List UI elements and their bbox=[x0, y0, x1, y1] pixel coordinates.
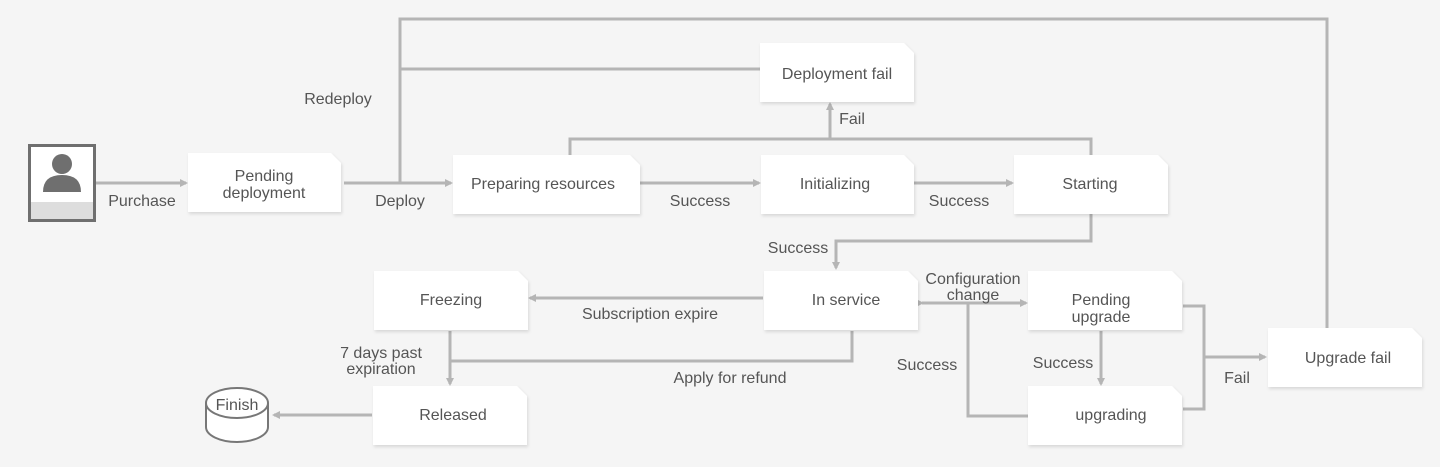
connectors bbox=[96, 17, 1329, 419]
node-initializing bbox=[761, 155, 914, 214]
edge-success-upgrade-loop bbox=[966, 303, 1028, 418]
label-initializing: Initializing bbox=[800, 176, 870, 193]
node-preparing-resources bbox=[453, 155, 640, 214]
node-deployment-fail bbox=[760, 43, 914, 102]
edge-upgrade-fail-redeploy bbox=[398, 17, 1329, 328]
label-pending-upgrade-1: Pending bbox=[1072, 292, 1131, 309]
node-upgrade-fail bbox=[1268, 328, 1422, 387]
label-preparing-resources: Preparing resources bbox=[471, 176, 615, 193]
label-apply-refund: Apply for refund bbox=[674, 370, 787, 387]
node-upgrading bbox=[1028, 386, 1182, 445]
edge-success-start bbox=[832, 212, 1093, 270]
label-seven-days-2: expiration bbox=[346, 361, 415, 378]
node-freezing bbox=[374, 271, 528, 330]
label-pending-deployment-2: deployment bbox=[223, 185, 306, 202]
node-released bbox=[373, 386, 527, 445]
label-success-upgrade-loop: Success bbox=[897, 357, 957, 374]
label-deployment-fail: Deployment fail bbox=[782, 66, 892, 83]
node-starting bbox=[1014, 155, 1168, 214]
node-pending-upgrade bbox=[1028, 271, 1182, 330]
edge-fail-bracket bbox=[1183, 304, 1206, 411]
node-pending-deployment bbox=[188, 153, 341, 212]
label-upgrade-fail: Upgrade fail bbox=[1305, 350, 1391, 367]
label-configuration-change-1: Configuration bbox=[925, 271, 1020, 288]
label-pending-deployment-1: Pending bbox=[235, 168, 294, 185]
edge-labels: Purchase Deploy Redeploy Fail Success Su… bbox=[108, 91, 1250, 387]
label-configuration-change-2: change bbox=[947, 287, 1000, 304]
label-subscription-expire: Subscription expire bbox=[582, 306, 718, 323]
label-freezing: Freezing bbox=[420, 292, 482, 309]
label-fail-upgrade: Fail bbox=[1224, 370, 1250, 387]
label-success-prep: Success bbox=[670, 193, 730, 210]
label-success-init: Success bbox=[929, 193, 989, 210]
label-upgrading: upgrading bbox=[1075, 407, 1146, 424]
label-redeploy: Redeploy bbox=[304, 91, 372, 108]
node-finish bbox=[205, 387, 269, 443]
label-pending-upgrade-2: upgrade bbox=[1072, 309, 1131, 326]
edge-fail-bus bbox=[568, 137, 1093, 155]
label-finish: Finish bbox=[216, 397, 259, 414]
user-icon bbox=[43, 154, 81, 192]
label-success-pending-upgrade: Success bbox=[1033, 355, 1093, 372]
user-actor bbox=[28, 144, 96, 222]
label-fail-deploy: Fail bbox=[839, 111, 865, 128]
label-success-start: Success bbox=[768, 240, 828, 257]
label-released: Released bbox=[419, 407, 487, 424]
label-purchase: Purchase bbox=[108, 193, 176, 210]
node-in-service bbox=[764, 271, 918, 330]
label-in-service: In service bbox=[812, 292, 881, 309]
edge-apply-refund bbox=[450, 331, 854, 363]
label-deploy: Deploy bbox=[375, 193, 425, 210]
label-seven-days-1: 7 days past bbox=[340, 345, 422, 362]
label-starting: Starting bbox=[1062, 176, 1117, 193]
